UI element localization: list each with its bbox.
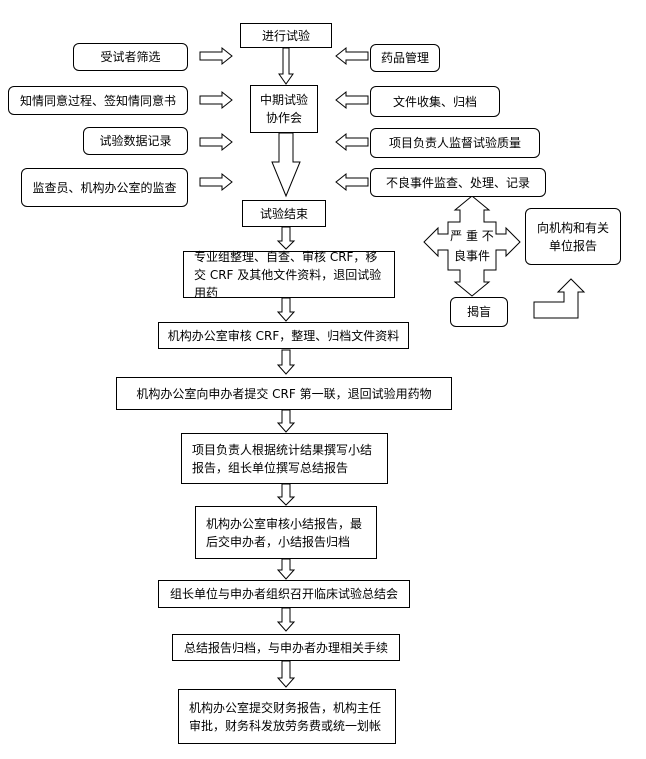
- arrow-drug-mgmt: [335, 46, 369, 66]
- arrow-step6-to-step7: [276, 607, 296, 632]
- arrow-data-record: [199, 132, 233, 152]
- arrow-mid-to-end: [271, 132, 301, 198]
- arrow-adverse: [335, 172, 369, 192]
- arrow-screening: [199, 46, 233, 66]
- step-3: 机构办公室向申办者提交 CRF 第一联，退回试验用药物: [116, 377, 452, 410]
- node-start: 进行试验: [240, 23, 332, 48]
- arrow-end-to-step1: [276, 226, 296, 250]
- node-adverse: 不良事件监查、处理、记录: [370, 168, 546, 197]
- arrow-step4-to-step5: [276, 483, 296, 506]
- node-report-institution: 向机构和有关单位报告: [525, 208, 621, 265]
- node-serious-event: 严 重 不良事件: [450, 229, 494, 263]
- step-5: 机构办公室审核小结报告，最后交申办者，小结报告归档: [195, 506, 377, 559]
- node-doc-collect: 文件收集、归档: [370, 86, 500, 117]
- arrow-monitor: [199, 172, 233, 192]
- step-8: 机构办公室提交财务报告，机构主任审批，财务科发放劳务费或统一划帐: [178, 689, 396, 744]
- arrow-step7-to-step8: [276, 660, 296, 688]
- node-drug-mgmt: 药品管理: [370, 44, 440, 72]
- step-2: 机构办公室审核 CRF，整理、归档文件资料: [158, 322, 409, 349]
- arrow-step3-to-step4: [276, 409, 296, 433]
- step-4: 项目负责人根据统计结果撰写小结报告，组长单位撰写总结报告: [181, 433, 388, 484]
- node-monitor: 监查员、机构办公室的监查: [21, 168, 188, 207]
- arrow-start-to-mid: [278, 47, 294, 85]
- arrow-step2-to-step3: [276, 349, 296, 375]
- node-unblind: 揭盲: [450, 297, 508, 327]
- step-6: 组长单位与申办者组织召开临床试验总结会: [158, 580, 410, 608]
- node-screening: 受试者筛选: [73, 43, 188, 71]
- node-pi-supervise: 项目负责人监督试验质量: [370, 128, 540, 158]
- arrow-step1-to-step2: [276, 297, 296, 322]
- node-data-record: 试验数据记录: [83, 127, 188, 155]
- node-mid-meeting: 中期试验协作会: [250, 85, 318, 133]
- serious-event-cross-arrow: [423, 195, 521, 297]
- node-end: 试验结束: [242, 200, 326, 227]
- bent-arrow: [533, 278, 586, 319]
- arrow-consent: [199, 90, 233, 110]
- step-1: 专业组整理、自查、审核 CRF，移交 CRF 及其他文件资料，退回试验用药: [183, 250, 395, 300]
- step-7: 总结报告归档，与申办者办理相关手续: [172, 634, 400, 661]
- node-consent: 知情同意过程、签知情同意书: [8, 86, 188, 115]
- arrow-pi-supervise: [335, 132, 369, 152]
- arrow-step5-to-step6: [276, 558, 296, 580]
- arrow-doc-collect: [335, 90, 369, 110]
